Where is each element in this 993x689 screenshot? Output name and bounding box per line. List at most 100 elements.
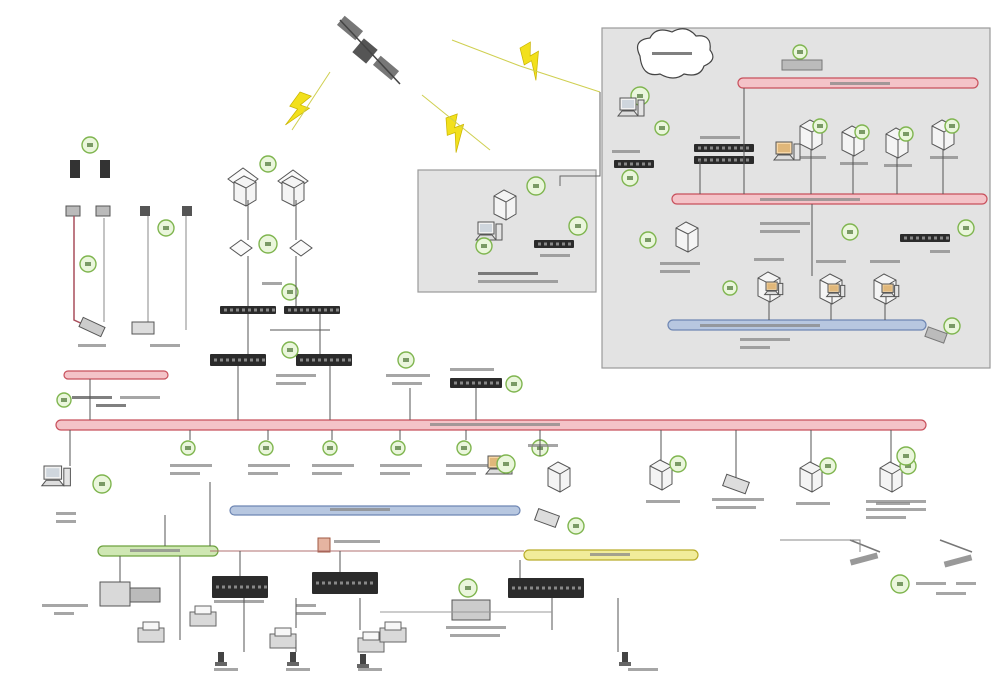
switch-port bbox=[472, 381, 475, 385]
switch-port bbox=[716, 158, 719, 162]
label-text-block bbox=[450, 368, 494, 371]
switch-port bbox=[294, 308, 297, 312]
handheld-device-icon bbox=[722, 473, 750, 495]
label-text-block bbox=[840, 162, 868, 165]
label-text-block bbox=[830, 82, 890, 85]
number-badge-icon bbox=[281, 283, 299, 301]
number-badge-icon bbox=[180, 440, 196, 456]
badge-number-mark bbox=[465, 586, 471, 590]
satellite-arm bbox=[339, 19, 401, 85]
switch-port bbox=[266, 308, 269, 312]
switch-port bbox=[536, 586, 539, 590]
label-text-block bbox=[866, 508, 926, 511]
badge-number-mark bbox=[575, 224, 581, 228]
telephone-icon bbox=[287, 652, 299, 666]
label-text-block bbox=[56, 512, 76, 515]
label-text-block bbox=[712, 498, 764, 501]
label-text-block bbox=[286, 668, 310, 671]
camera-icon bbox=[140, 206, 150, 216]
screen bbox=[480, 224, 492, 232]
number-badge-icon bbox=[157, 219, 175, 237]
label-text-block bbox=[870, 260, 900, 263]
connector-line bbox=[559, 92, 601, 186]
switch-port bbox=[254, 308, 257, 312]
badge-number-mark bbox=[963, 226, 969, 230]
switch-port bbox=[224, 308, 227, 312]
printer-paper bbox=[274, 627, 292, 637]
number-badge-icon bbox=[890, 574, 910, 594]
server-icon bbox=[493, 189, 517, 221]
label-text-block bbox=[528, 444, 558, 447]
printer-paper bbox=[142, 621, 160, 631]
operator-workstation-icon bbox=[763, 281, 784, 296]
badge-number-mark bbox=[533, 184, 539, 188]
badge-number-mark bbox=[645, 238, 651, 242]
label-text-block bbox=[170, 472, 200, 475]
phone-base bbox=[619, 662, 631, 666]
label-text-block bbox=[120, 396, 160, 399]
switch-port bbox=[454, 381, 457, 385]
badge-number-mark bbox=[287, 348, 293, 352]
network-switch-icon bbox=[296, 354, 352, 366]
network-switch-icon bbox=[694, 144, 754, 152]
badge-number-mark bbox=[461, 446, 467, 450]
screen bbox=[767, 283, 776, 289]
switch-port bbox=[704, 158, 707, 162]
operator-workstation-icon bbox=[40, 465, 71, 487]
switch-port bbox=[556, 242, 559, 246]
number-badge-icon bbox=[281, 341, 299, 359]
server-body bbox=[493, 189, 517, 221]
label-text-block bbox=[78, 344, 106, 347]
number-badge-icon bbox=[944, 118, 960, 134]
switch-port bbox=[306, 358, 309, 362]
printer-icon bbox=[379, 621, 407, 643]
switch-port bbox=[740, 146, 743, 150]
telephone-icon bbox=[619, 652, 631, 666]
server-icon bbox=[547, 461, 571, 493]
keyboard bbox=[825, 292, 842, 298]
number-badge-icon bbox=[567, 517, 585, 535]
network-switch-icon bbox=[212, 576, 268, 598]
switch-port bbox=[240, 585, 243, 589]
telephone-icon bbox=[215, 652, 227, 666]
badge-number-mark bbox=[511, 382, 517, 386]
number-badge-icon bbox=[819, 457, 837, 475]
badge-number-mark bbox=[905, 464, 911, 468]
number-badge-icon bbox=[812, 118, 828, 134]
satellite-link bbox=[291, 71, 331, 131]
server-edge bbox=[649, 465, 663, 473]
switch-port bbox=[466, 381, 469, 385]
server-body bbox=[233, 175, 257, 207]
switch-port bbox=[746, 158, 749, 162]
local-bus-left bbox=[63, 370, 169, 380]
badge-number-mark bbox=[481, 244, 487, 248]
label-text-block bbox=[590, 553, 630, 556]
label-text-block bbox=[740, 338, 790, 341]
phone-base bbox=[357, 664, 369, 668]
server-edge bbox=[841, 131, 855, 139]
keyboard bbox=[616, 110, 640, 117]
server-icon bbox=[281, 175, 305, 207]
tower bbox=[894, 284, 900, 298]
switch-port bbox=[544, 242, 547, 246]
label-text-block bbox=[446, 464, 488, 467]
badge-number-mark bbox=[185, 446, 191, 450]
operator-workstation-icon bbox=[474, 221, 503, 241]
label-text-block bbox=[866, 516, 906, 519]
badge-number-mark bbox=[99, 482, 105, 486]
switch-port bbox=[300, 358, 303, 362]
switch-port bbox=[346, 581, 349, 585]
switch-port bbox=[524, 586, 527, 590]
switch-port bbox=[484, 381, 487, 385]
handheld-device-icon bbox=[131, 321, 155, 335]
label-text-block bbox=[276, 374, 316, 377]
switch-port bbox=[300, 308, 303, 312]
label-text-block bbox=[262, 282, 282, 285]
phone-base bbox=[215, 662, 227, 666]
switch-port bbox=[260, 308, 263, 312]
badge-number-mark bbox=[503, 462, 509, 466]
switch-port bbox=[262, 358, 265, 362]
handheld-device-icon bbox=[533, 507, 561, 529]
